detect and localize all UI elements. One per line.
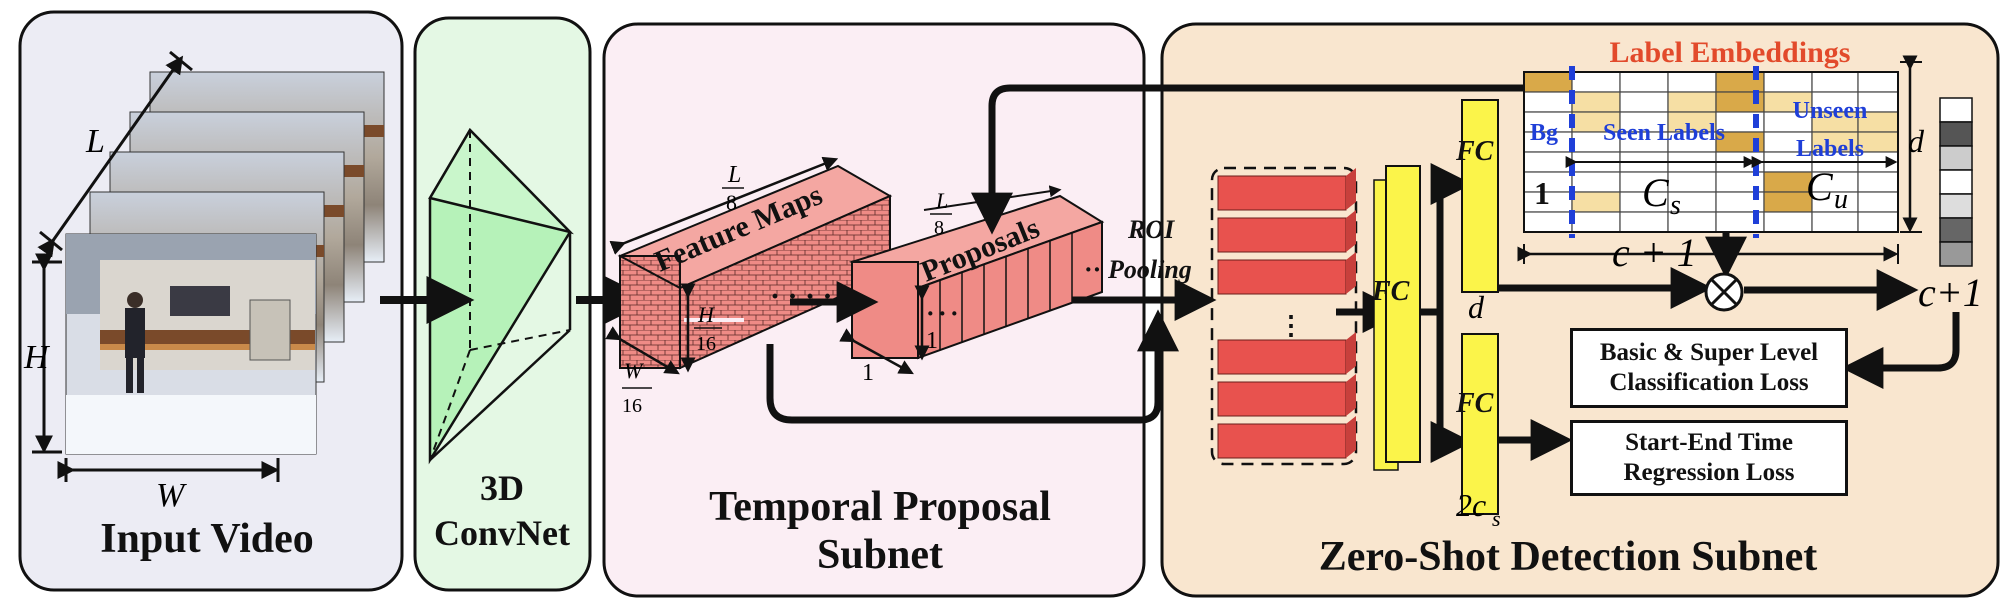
fc-main-label: FC xyxy=(1371,276,1410,307)
fc-lower-label: FC xyxy=(1455,388,1494,419)
arrow-embeddings-to-proposals xyxy=(971,84,1540,235)
embeddings-cu-sub: u xyxy=(1834,184,1848,215)
dim-l8p-den: 8 xyxy=(934,217,944,239)
classification-loss-box: Basic & Super Level Classification Loss xyxy=(1570,328,1848,408)
dim-l8p-num: L xyxy=(935,188,948,213)
dim-w16-den: 16 xyxy=(622,395,642,417)
embeddings-d: d xyxy=(1908,123,1925,159)
fc-layer-upper xyxy=(1461,99,1499,293)
video-frame-front xyxy=(65,233,317,455)
dim-label-h: H xyxy=(23,339,51,376)
regression-loss-box: Start-End Time Regression Loss xyxy=(1570,420,1848,496)
dim-arrow-l8 xyxy=(609,156,839,255)
output-vector xyxy=(1939,97,1973,267)
arrow-fc-to-fc-upper xyxy=(1420,163,1473,316)
dim-h16-num: H xyxy=(697,302,715,327)
cls-loss-line2: Classification Loss xyxy=(1609,369,1809,396)
embeddings-unseen-line2: Labels xyxy=(1796,136,1864,162)
output-label: c+1 xyxy=(1918,270,1983,315)
roi-feature xyxy=(1217,374,1356,417)
reg-loss-line2: Regression Loss xyxy=(1623,459,1795,486)
roi-output-group xyxy=(1210,166,1358,466)
arrow-output-to-cls-loss xyxy=(1841,312,1960,389)
embeddings-cs-sub: s xyxy=(1670,190,1681,221)
dim-label-w: W xyxy=(156,477,187,514)
fc-lower-dim: 2c xyxy=(1456,487,1486,523)
fc-layer-lower xyxy=(1461,333,1499,515)
zeroshot-title: Zero-Shot Detection Subnet xyxy=(1319,534,1818,580)
arrow-features-bypass xyxy=(766,309,1179,424)
embeddings-cs: C xyxy=(1642,170,1670,215)
roi-line2: Pooling xyxy=(1107,255,1192,284)
dots-proposals-left: · xyxy=(926,299,935,328)
convnet-title-line1: 3D xyxy=(480,468,524,508)
convnet-title-line2: ConvNet xyxy=(434,513,570,553)
fc-lower-dim-sub: s xyxy=(1492,506,1501,531)
embeddings-c-plus-1: c + 1 xyxy=(1612,230,1697,275)
dim-arrow-w16 xyxy=(605,326,680,375)
roi-feature-stack: ⋮ xyxy=(1217,168,1356,459)
dots-proposals-left2: · xyxy=(938,299,947,328)
roi-feature xyxy=(1217,210,1356,253)
fc-upper-dim: d xyxy=(1468,289,1485,325)
input-video-title: Input Video xyxy=(100,516,314,562)
dim-l8-den: 8 xyxy=(726,190,737,215)
embeddings-seen-label: Seen Labels xyxy=(1603,120,1725,146)
embeddings-unseen-line1: Unseen xyxy=(1793,98,1868,124)
dim-w16-num: W xyxy=(624,358,644,383)
roi-dots: ⋮ xyxy=(1278,311,1304,340)
reg-loss-line1: Start-End Time xyxy=(1625,429,1793,456)
embeddings-cu: C xyxy=(1806,164,1834,209)
roi-feature xyxy=(1217,168,1356,211)
cls-loss-line1: Basic & Super Level xyxy=(1599,339,1819,366)
roi-line1: ROI xyxy=(1127,215,1175,244)
temporal-title-line2: Subnet xyxy=(817,532,943,578)
fc-layer-main xyxy=(1373,165,1421,471)
dots-proposals-left3: · xyxy=(950,299,959,328)
dim-arrow-1w xyxy=(839,328,914,375)
dots-proposals-right: ·· xyxy=(1084,255,1101,284)
dim-label-l: L xyxy=(85,123,105,160)
embeddings-title: Label Embeddings xyxy=(1610,36,1851,69)
dim-h16-den: 16 xyxy=(696,333,716,355)
dim-1h: 1 xyxy=(926,328,938,354)
roi-feature xyxy=(1217,252,1356,295)
dim-1w: 1 xyxy=(862,360,874,386)
embeddings-one: 1 xyxy=(1534,175,1550,211)
dim-arrow-l xyxy=(37,55,184,258)
temporal-title-line1: Temporal Proposal xyxy=(709,484,1051,530)
roi-feature xyxy=(1217,416,1356,459)
dots-feature: · · · · · xyxy=(770,280,850,313)
dim-l8-num: L xyxy=(727,162,741,188)
fc-upper-label: FC xyxy=(1455,136,1494,167)
embeddings-bg-label: Bg xyxy=(1530,120,1558,146)
arrow-fc-to-fc-lower xyxy=(1430,312,1473,463)
roi-feature xyxy=(1217,332,1356,375)
convnet-prism xyxy=(428,127,574,465)
